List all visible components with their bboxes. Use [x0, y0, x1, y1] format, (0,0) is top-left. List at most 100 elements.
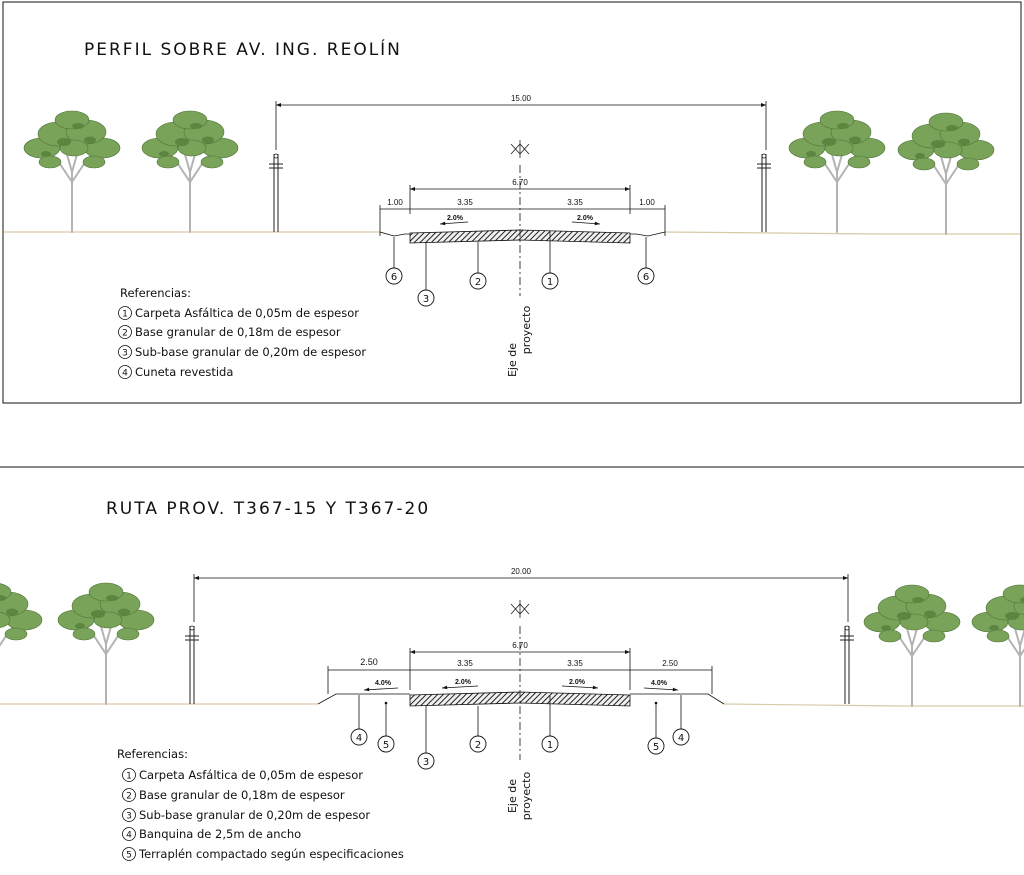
marker-leaders: [393, 232, 647, 290]
svg-text:4: 4: [356, 733, 362, 744]
svg-text:2: 2: [475, 277, 481, 288]
svg-text:Terraplén compactado según esp: Terraplén compactado según especificacio…: [138, 847, 404, 861]
svg-text:Base granular de 0,18m de espe: Base granular de 0,18m de espesor: [135, 325, 341, 339]
reference-item: 3 Sub-base granular de 0,20m de espesor: [122, 808, 370, 822]
reference-item: 2 Base granular de 0,18m de espesor: [118, 325, 341, 339]
panel-frame: [2, 1, 1022, 404]
callout-5: 5: [377, 735, 395, 753]
lane-dimensions: 1.00 3.35 3.35 1.00 2.0% 2.0%: [379, 198, 666, 236]
references-heading: Referencias:: [120, 286, 191, 300]
svg-text:1: 1: [547, 277, 553, 288]
svg-text:1: 1: [126, 772, 132, 782]
reference-item: 4 Cuneta revestida: [118, 365, 233, 379]
total-width-dimension: 15.00: [275, 94, 767, 150]
svg-text:4: 4: [678, 733, 684, 744]
svg-text:Sub-base granular de 0,20m de: Sub-base granular de 0,20m de espesor: [135, 345, 366, 359]
svg-text:5: 5: [383, 740, 389, 751]
shoulder-slope-right-label: 4.0%: [651, 680, 668, 687]
svg-text:Base granular de 0,18m de espe: Base granular de 0,18m de espesor: [139, 788, 345, 802]
svg-text:3: 3: [122, 349, 128, 359]
svg-text:3: 3: [423, 294, 429, 305]
callout-6: 6: [385, 267, 403, 285]
tree-icon: [863, 584, 961, 707]
centerline-symbol-icon: [510, 599, 530, 619]
reference-item: 3 Sub-base granular de 0,20m de espesor: [118, 345, 366, 359]
reference-item: 1 Carpeta Asfáltica de 0,05m de espesor: [118, 306, 359, 320]
reference-item: 4 Banquina de 2,5m de ancho: [122, 827, 301, 841]
svg-text:2: 2: [122, 329, 128, 339]
svg-text:5: 5: [653, 742, 659, 753]
callout-1: 1: [541, 272, 559, 290]
svg-text:Cuneta revestida: Cuneta revestida: [135, 365, 233, 379]
shoulder-slope-left-label: 4.0%: [375, 680, 392, 687]
utility-pole-icon: [839, 625, 855, 705]
callout-1: 1: [541, 735, 559, 753]
callout-6: 6: [637, 267, 655, 285]
slope-right-label: 2.0%: [577, 215, 594, 222]
callout-2: 2: [469, 272, 487, 290]
panel-title: RUTA PROV. T367-15 Y T367-20: [106, 499, 430, 519]
lane-left-label: 3.35: [457, 659, 473, 668]
tree-icon: [141, 110, 239, 233]
total-width-dimension: 20.00: [193, 567, 849, 622]
svg-text:5: 5: [126, 851, 132, 861]
svg-text:2: 2: [475, 740, 481, 751]
callout-3: 3: [417, 289, 435, 307]
svg-text:1: 1: [122, 310, 128, 320]
total-width-label: 20.00: [511, 567, 532, 576]
svg-text:Sub-base granular de 0,20m de: Sub-base granular de 0,20m de espesor: [139, 808, 370, 822]
shoulder-left-label: 2.50: [360, 657, 378, 667]
svg-text:4: 4: [122, 369, 128, 379]
lane-right-label: 3.35: [567, 198, 583, 207]
reference-item: 5 Terraplén compactado según especificac…: [122, 847, 404, 861]
tree-icon: [57, 582, 155, 705]
lane-left-label: 3.35: [457, 198, 473, 207]
utility-pole-icon: [756, 153, 772, 233]
tree-icon: [897, 112, 995, 235]
callout-2: 2: [469, 735, 487, 753]
references-legend: Referencias: 1 Carpeta Asfáltica de 0,05…: [118, 286, 366, 379]
reference-item: 1 Carpeta Asfáltica de 0,05m de espesor: [122, 768, 363, 782]
slope-left-label: 2.0%: [447, 215, 464, 222]
ground-line: [664, 231, 1020, 235]
pavement-section: [379, 229, 666, 244]
svg-text:Banquina de 2,5m de ancho: Banquina de 2,5m de ancho: [139, 827, 301, 841]
svg-text:2: 2: [126, 792, 132, 802]
callout-4: 4: [350, 728, 368, 746]
project-axis-label: proyecto: [520, 772, 533, 821]
tree-icon: [0, 582, 43, 705]
svg-text:3: 3: [126, 812, 132, 822]
marker-leaders: [358, 695, 682, 753]
ground-line: [723, 703, 1024, 707]
panel-title: PERFIL SOBRE AV. ING. REOLÍN: [84, 38, 402, 60]
lane-slope-right-label: 2.0%: [569, 679, 586, 686]
svg-text:Carpeta Asfáltica de 0,05m de: Carpeta Asfáltica de 0,05m de espesor: [135, 306, 359, 320]
project-axis-label: Eje de: [506, 343, 519, 377]
svg-text:4: 4: [126, 831, 132, 841]
svg-text:1: 1: [547, 740, 553, 751]
callout-5: 5: [647, 737, 665, 755]
project-axis-label: Eje de: [506, 779, 519, 813]
shoulder-right-label: 1.00: [639, 198, 655, 207]
references-heading: Referencias:: [117, 747, 188, 761]
tree-icon: [23, 110, 121, 233]
shoulder-left-label: 1.00: [387, 198, 403, 207]
callout-3: 3: [417, 752, 435, 770]
reference-item: 2 Base granular de 0,18m de espesor: [122, 788, 345, 802]
svg-text:6: 6: [391, 272, 397, 283]
tree-icon: [788, 110, 886, 233]
svg-text:3: 3: [423, 757, 429, 768]
utility-pole-icon: [268, 153, 284, 233]
centerline-symbol-icon: [510, 139, 530, 159]
total-width-label: 15.00: [511, 94, 532, 103]
panel-reolin: PERFIL SOBRE AV. ING. REOLÍN 15.00: [2, 1, 1022, 404]
lane-dimensions: 2.50 3.35 3.35 2.50 4.0% 2.0% 2.0% 4.0%: [327, 657, 713, 694]
lane-right-label: 3.35: [567, 659, 583, 668]
tree-icon: [971, 584, 1024, 707]
svg-text:Carpeta Asfáltica de 0,05m de: Carpeta Asfáltica de 0,05m de espesor: [139, 768, 363, 782]
shoulder-right-label: 2.50: [662, 659, 678, 668]
pavement-section: [317, 691, 725, 707]
panel-ruta-provincial: RUTA PROV. T367-15 Y T367-20 20.00: [0, 466, 1024, 861]
svg-text:6: 6: [643, 272, 649, 283]
